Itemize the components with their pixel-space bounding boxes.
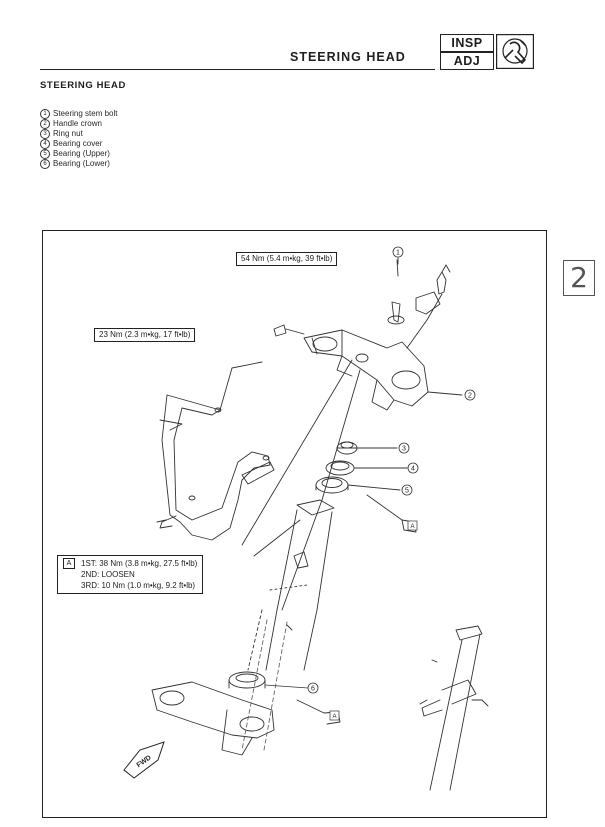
svg-text:5: 5 xyxy=(405,488,409,495)
ring-nut-torque-spec: A 1ST: 38 Nm (3.8 m•kg, 27.5 ft•lb) 2ND:… xyxy=(57,555,204,594)
handle-crown-part xyxy=(303,329,429,411)
tool-tag-lower: A xyxy=(329,710,340,721)
svg-text:4: 4 xyxy=(411,466,415,473)
handle-bolt xyxy=(273,324,305,337)
svg-text:2: 2 xyxy=(468,393,472,400)
wrench-icon xyxy=(496,34,534,69)
svg-text:6: 6 xyxy=(311,686,315,693)
svg-text:1: 1 xyxy=(396,250,400,257)
badge-adj-label: ADJ xyxy=(440,52,494,70)
diagram-frame xyxy=(42,230,547,818)
callout-5: 5 xyxy=(401,484,413,496)
stem-bolt-and-clamp xyxy=(387,259,451,349)
svg-text:A: A xyxy=(410,524,414,530)
callout-3: 3 xyxy=(398,442,410,454)
section-title: STEERING HEAD xyxy=(40,80,126,91)
steering-head-exploded-diagram: 1 2 3 4 5 6 A A xyxy=(123,246,489,791)
callout-4: 4 xyxy=(407,462,419,474)
frame-head-pipe xyxy=(265,499,335,671)
svg-text:3: 3 xyxy=(402,446,406,453)
callout-2: 2 xyxy=(464,389,476,401)
tool-tag-upper: A xyxy=(407,520,418,531)
torque-step: 2ND: LOOSEN xyxy=(81,570,135,579)
ring-nut-and-bearings xyxy=(315,441,408,494)
steering-stem-lower-bracket xyxy=(151,609,341,756)
front-fork-tube xyxy=(419,625,489,791)
handle-bolt-torque-spec: 23 Nm (2.3 m•kg, 17 ft•lb) xyxy=(94,328,196,342)
svg-text:A: A xyxy=(332,714,336,720)
fwd-arrow-icon: FWD xyxy=(123,741,165,779)
torque-step: 3RD: 10 Nm (1.0 m•kg, 9.2 ft•lb) xyxy=(81,581,196,590)
torque-tag: A xyxy=(63,558,75,569)
torque-step: 1ST: 38 Nm (3.8 m•kg, 27.5 ft•lb) xyxy=(81,559,198,568)
headlight-bracket xyxy=(156,361,275,541)
header-rule xyxy=(40,69,435,70)
callout-6: 6 xyxy=(307,682,319,694)
badge-insp-label: INSP xyxy=(440,34,494,52)
insp-adj-badge: INSP ADJ xyxy=(440,34,536,70)
callout-1: 1 xyxy=(392,246,404,258)
stem-bolt-torque-spec: 54 Nm (5.4 m•kg, 39 ft•lb) xyxy=(236,252,338,266)
chapter-tab: 2 xyxy=(563,260,595,296)
page-header-title: STEERING HEAD xyxy=(290,50,406,64)
